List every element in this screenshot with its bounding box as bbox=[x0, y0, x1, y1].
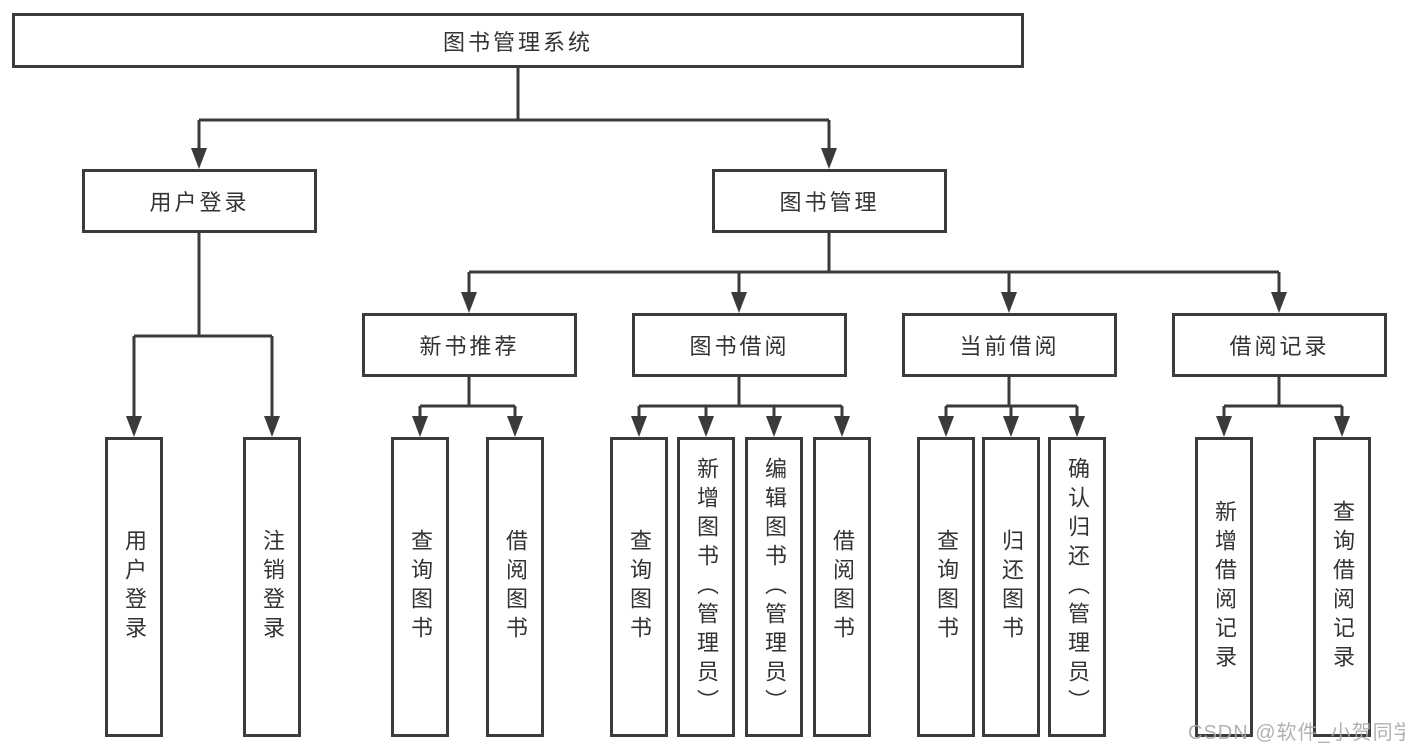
node-current-borrow-label: 当前借阅 bbox=[959, 334, 1060, 359]
leaf-confirm-return-admin: 确认归还（管理员） bbox=[1048, 437, 1106, 737]
node-borrow-records: 借阅记录 bbox=[1172, 313, 1387, 377]
node-current-borrow: 当前借阅 bbox=[902, 313, 1117, 377]
arrowhead bbox=[412, 416, 428, 437]
connector-borrow-records-branch bbox=[1222, 377, 1344, 419]
arrowhead bbox=[507, 416, 523, 437]
node-user-login-label: 用户登录 bbox=[149, 190, 250, 215]
leaf-query-borrow-record-label: 查询借阅记录 bbox=[1330, 500, 1355, 674]
leaf-logout-label: 注销登录 bbox=[260, 529, 285, 645]
leaf-borrow-book-2-label: 借阅图书 bbox=[830, 529, 855, 645]
arrowhead bbox=[1271, 292, 1287, 313]
leaf-add-borrow-record-label: 新增借阅记录 bbox=[1212, 500, 1237, 674]
arrowhead bbox=[264, 416, 280, 437]
node-book-borrow-label: 图书借阅 bbox=[689, 334, 790, 359]
leaf-edit-book-admin-label: 编辑图书（管理员） bbox=[762, 456, 787, 718]
arrowhead bbox=[191, 148, 207, 169]
arrowhead bbox=[461, 292, 477, 313]
node-user-login: 用户登录 bbox=[82, 169, 317, 233]
connector-root-branch bbox=[197, 68, 831, 150]
leaf-borrow-book-1-label: 借阅图书 bbox=[503, 529, 528, 645]
node-new-book-recommend-label: 新书推荐 bbox=[419, 334, 520, 359]
arrowhead bbox=[698, 416, 714, 437]
arrowhead bbox=[1001, 292, 1017, 313]
connector-current-borrow-branch bbox=[944, 377, 1079, 419]
node-book-management-label: 图书管理 bbox=[779, 190, 880, 215]
leaf-query-book-2-label: 查询图书 bbox=[627, 529, 652, 645]
leaf-query-borrow-record: 查询借阅记录 bbox=[1313, 437, 1371, 737]
leaf-return-book-label: 归还图书 bbox=[999, 529, 1024, 645]
leaf-query-book-1: 查询图书 bbox=[391, 437, 449, 737]
leaf-borrow-book-2: 借阅图书 bbox=[813, 437, 871, 737]
connector-user-login-branch bbox=[132, 233, 274, 418]
arrowhead bbox=[1069, 416, 1085, 437]
leaf-return-book: 归还图书 bbox=[982, 437, 1040, 737]
arrowhead bbox=[1216, 416, 1232, 437]
leaf-query-book-3: 查询图书 bbox=[917, 437, 975, 737]
leaf-edit-book-admin: 编辑图书（管理员） bbox=[745, 437, 803, 737]
arrowhead bbox=[1334, 416, 1350, 437]
arrowhead bbox=[938, 416, 954, 437]
leaf-add-book-admin-label: 新增图书（管理员） bbox=[694, 456, 719, 718]
leaf-user-login-label: 用户登录 bbox=[122, 529, 147, 645]
connector-book-management-branch bbox=[467, 233, 1281, 293]
arrowhead bbox=[731, 292, 747, 313]
leaf-query-book-1-label: 查询图书 bbox=[408, 529, 433, 645]
node-borrow-records-label: 借阅记录 bbox=[1229, 334, 1330, 359]
arrowhead bbox=[821, 148, 837, 169]
leaf-add-book-admin: 新增图书（管理员） bbox=[677, 437, 735, 737]
csdn-watermark: CSDN @软件_小贺同学 bbox=[1188, 722, 1405, 744]
leaf-add-borrow-record: 新增借阅记录 bbox=[1195, 437, 1253, 737]
arrowhead bbox=[631, 416, 647, 437]
arrowhead bbox=[834, 416, 850, 437]
leaf-query-book-3-label: 查询图书 bbox=[934, 529, 959, 645]
node-book-borrow: 图书借阅 bbox=[632, 313, 847, 377]
node-root: 图书管理系统 bbox=[12, 13, 1024, 68]
leaf-borrow-book-1: 借阅图书 bbox=[486, 437, 544, 737]
arrowhead bbox=[126, 416, 142, 437]
arrowhead bbox=[1003, 416, 1019, 437]
node-new-book-recommend: 新书推荐 bbox=[362, 313, 577, 377]
connector-book-borrow-branch bbox=[637, 377, 844, 419]
node-book-management: 图书管理 bbox=[712, 169, 947, 233]
leaf-logout: 注销登录 bbox=[243, 437, 301, 737]
connector-new-book-recommend-branch bbox=[418, 377, 517, 419]
leaf-confirm-return-admin-label: 确认归还（管理员） bbox=[1065, 456, 1090, 718]
node-root-label: 图书管理系统 bbox=[442, 29, 593, 55]
leaf-user-login: 用户登录 bbox=[105, 437, 163, 737]
arrowhead bbox=[766, 416, 782, 437]
leaf-query-book-2: 查询图书 bbox=[610, 437, 668, 737]
